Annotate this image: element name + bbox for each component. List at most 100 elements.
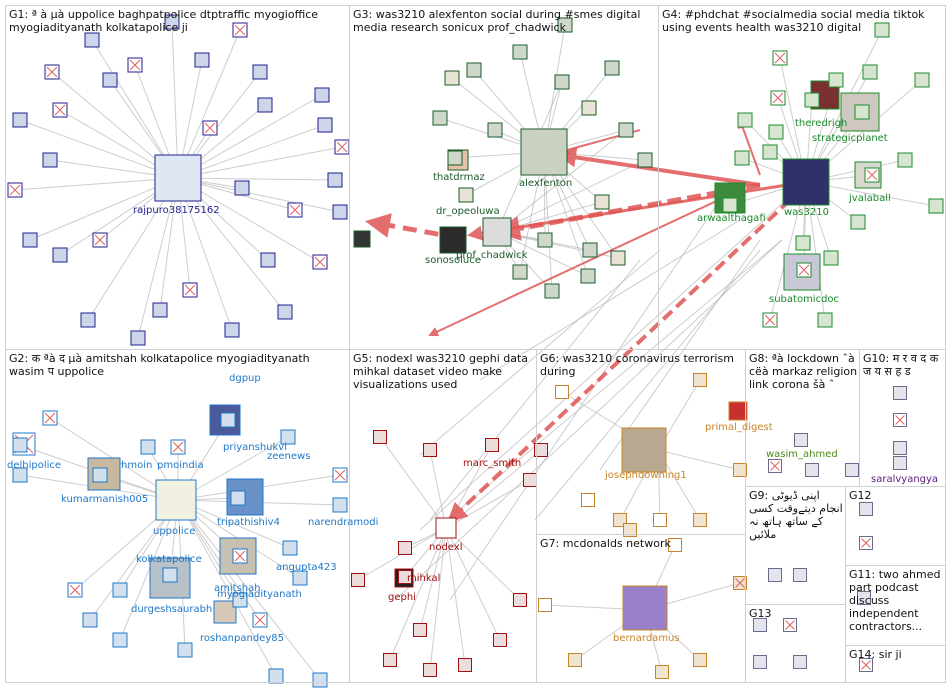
avatar-node[interactable] — [435, 517, 457, 539]
graph-node[interactable] — [653, 513, 667, 527]
graph-node[interactable] — [398, 541, 412, 555]
graph-node[interactable] — [859, 502, 873, 516]
graph-node[interactable] — [230, 490, 246, 506]
node-label-hmoin[interactable]: hmoin — [121, 460, 153, 471]
graph-node[interactable] — [804, 92, 820, 108]
graph-node[interactable] — [162, 567, 178, 583]
graph-node[interactable] — [22, 232, 38, 248]
graph-node[interactable] — [280, 429, 296, 445]
graph-node[interactable] — [753, 655, 767, 669]
graph-node[interactable] — [327, 172, 343, 188]
graph-node[interactable] — [874, 22, 890, 38]
graph-node[interactable] — [534, 443, 548, 457]
graph-node[interactable] — [80, 312, 96, 328]
node-label-marc_smith[interactable]: marc_smith — [463, 458, 522, 469]
graph-node[interactable] — [485, 438, 499, 452]
graph-node[interactable] — [893, 456, 907, 470]
node-label-kumarmanish[interactable]: kumarmanish005 — [61, 494, 149, 505]
graph-node[interactable] — [823, 250, 839, 266]
graph-node[interactable] — [332, 204, 348, 220]
avatar-node[interactable] — [782, 158, 830, 206]
graph-node[interactable] — [538, 598, 552, 612]
graph-node[interactable] — [854, 104, 870, 120]
graph-node[interactable] — [928, 198, 944, 214]
avatar-node[interactable] — [154, 154, 202, 202]
avatar-node[interactable] — [520, 128, 568, 176]
graph-node[interactable] — [257, 97, 273, 113]
graph-node[interactable] — [351, 573, 365, 587]
graph-node[interactable] — [897, 152, 913, 168]
graph-node[interactable] — [487, 122, 503, 138]
node-label-mihkal[interactable]: mihkal — [407, 573, 441, 584]
graph-node[interactable] — [581, 100, 597, 116]
node-label-delhipolice[interactable]: delhipolice — [7, 460, 62, 471]
avatar-node[interactable] — [728, 401, 748, 421]
graph-node[interactable] — [466, 62, 482, 78]
graph-node[interactable] — [458, 187, 474, 203]
graph-node[interactable] — [914, 72, 930, 88]
graph-node[interactable] — [693, 513, 707, 527]
graph-node[interactable] — [102, 72, 118, 88]
graph-node[interactable] — [234, 180, 250, 196]
node-label-nodexl[interactable]: nodexl — [429, 542, 463, 553]
graph-node[interactable] — [112, 632, 128, 648]
graph-node[interactable] — [260, 252, 276, 268]
graph-node[interactable] — [312, 672, 328, 688]
graph-node[interactable] — [164, 14, 180, 30]
graph-node[interactable] — [893, 386, 907, 400]
graph-node[interactable] — [317, 117, 333, 133]
node-label-durgeshsaurabh[interactable]: durgeshsaurabh — [131, 604, 213, 615]
graph-node[interactable] — [232, 592, 248, 608]
node-label-narendramodi[interactable]: narendramodi — [308, 517, 379, 528]
graph-node[interactable] — [637, 152, 653, 168]
graph-node[interactable] — [224, 322, 240, 338]
graph-node[interactable] — [432, 110, 448, 126]
graph-node[interactable] — [610, 250, 626, 266]
graph-node[interactable] — [693, 373, 707, 387]
graph-node[interactable] — [12, 467, 28, 483]
graph-node[interactable] — [737, 112, 753, 128]
graph-node[interactable] — [177, 642, 193, 658]
node-label-subatomicdoc[interactable]: subatomicdoc — [769, 294, 840, 305]
graph-node[interactable] — [557, 17, 573, 33]
graph-node[interactable] — [817, 312, 833, 328]
graph-node[interactable] — [581, 493, 595, 507]
avatar-node[interactable] — [439, 226, 467, 254]
graph-node[interactable] — [140, 439, 156, 455]
graph-node[interactable] — [373, 430, 387, 444]
graph-node[interactable] — [554, 74, 570, 90]
graph-node[interactable] — [580, 268, 596, 284]
graph-node[interactable] — [82, 612, 98, 628]
graph-node[interactable] — [12, 112, 28, 128]
graph-node[interactable] — [795, 235, 811, 251]
node-label-primal_digest[interactable]: primal_digest — [705, 422, 773, 433]
node-label-roshanpandey[interactable]: roshanpandey85 — [200, 633, 284, 644]
avatar-node[interactable] — [621, 427, 667, 473]
graph-node[interactable] — [604, 60, 620, 76]
node-label-prof_chadwick[interactable]: prof_chadwick — [456, 250, 528, 261]
graph-node[interactable] — [314, 87, 330, 103]
graph-node[interactable] — [793, 568, 807, 582]
graph-node[interactable] — [512, 264, 528, 280]
graph-node[interactable] — [753, 618, 767, 632]
graph-node[interactable] — [623, 523, 637, 537]
node-label-pmoindia[interactable]: pmoindia — [157, 460, 204, 471]
graph-node[interactable] — [537, 232, 553, 248]
node-label-kolkatapolice[interactable]: kolkatapolice — [136, 554, 202, 565]
graph-node[interactable] — [383, 653, 397, 667]
graph-node[interactable] — [84, 32, 100, 48]
node-label-was3210[interactable]: was3210 — [784, 207, 829, 218]
graph-node[interactable] — [722, 197, 738, 213]
avatar-node[interactable] — [155, 479, 197, 521]
graph-node[interactable] — [277, 304, 293, 320]
node-label-amitshah[interactable]: amitshah — [214, 583, 261, 594]
graph-node[interactable] — [568, 653, 582, 667]
graph-node[interactable] — [252, 64, 268, 80]
node-label-tripathishiv[interactable]: tripathishiv4 — [217, 517, 280, 528]
graph-node[interactable] — [594, 194, 610, 210]
node-label-dgpup[interactable]: dgpup — [229, 373, 261, 384]
graph-node[interactable] — [398, 570, 412, 584]
graph-node[interactable] — [655, 665, 669, 679]
graph-node[interactable] — [828, 72, 844, 88]
graph-node[interactable] — [555, 385, 569, 399]
